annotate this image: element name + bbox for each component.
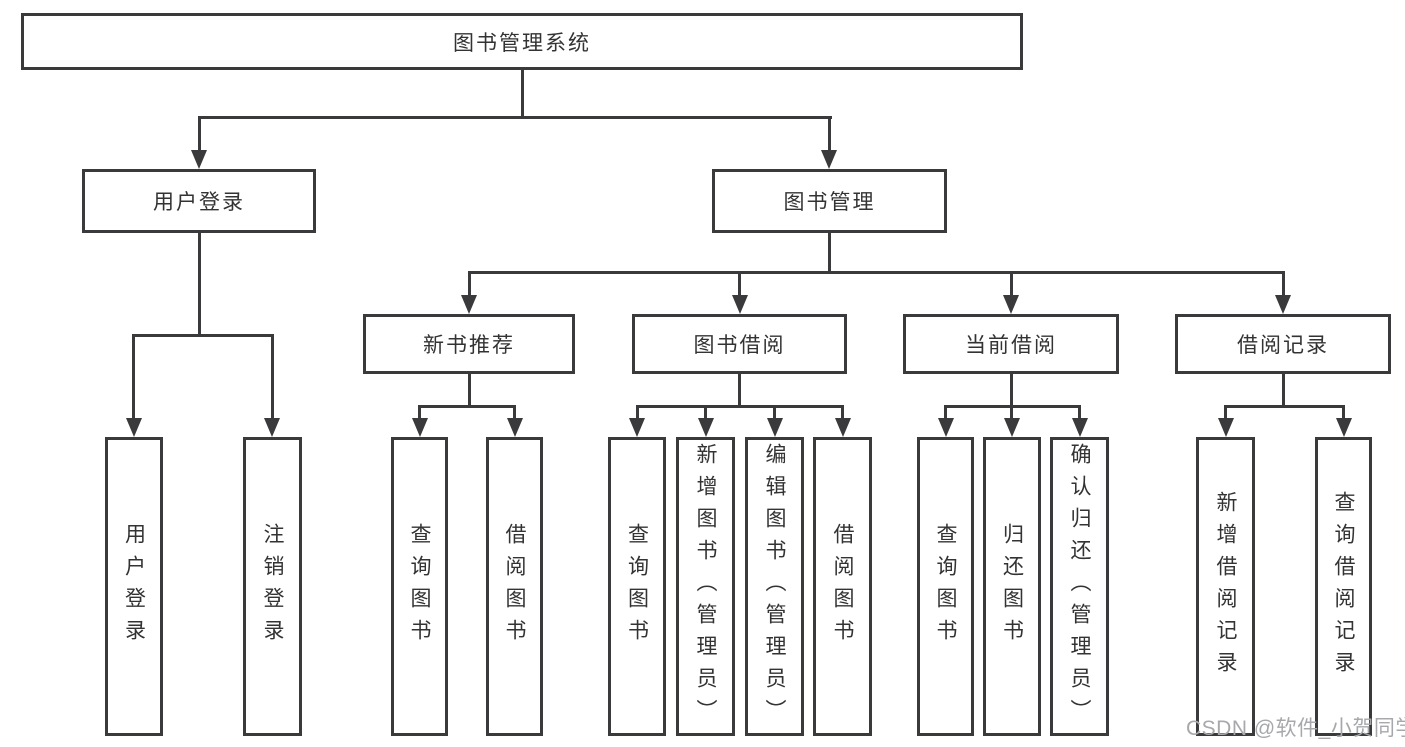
arrow-down-icon xyxy=(191,150,207,169)
node-book-management: 图书管理 xyxy=(712,169,947,233)
leaf-add-borrow-record: 新增借阅记录 xyxy=(1196,437,1255,736)
arrow-down-icon xyxy=(698,418,714,437)
arrow-down-icon xyxy=(1004,418,1020,437)
leaf-label: 归还图书 xyxy=(1000,522,1024,651)
connector-line xyxy=(468,271,471,297)
connector-line xyxy=(636,405,844,408)
arrow-down-icon xyxy=(1003,295,1019,314)
leaf-query-books-borrowing: 查询图书 xyxy=(608,437,666,736)
leaf-label: 编辑图书（管理员） xyxy=(763,442,786,731)
leaf-label: 新增图书（管理员） xyxy=(694,442,717,731)
arrow-down-icon xyxy=(1275,295,1291,314)
node-new-book-recommendation: 新书推荐 xyxy=(363,314,575,374)
connector-line xyxy=(738,271,741,297)
connector-line xyxy=(271,334,274,420)
node-current-borrowing: 当前借阅 xyxy=(903,314,1119,374)
connector-line xyxy=(944,405,947,420)
connector-line xyxy=(828,116,831,152)
connector-line xyxy=(468,372,471,408)
leaf-confirm-return-admin: 确认归还（管理员） xyxy=(1050,437,1109,736)
node-library-management-system: 图书管理系统 xyxy=(21,13,1023,70)
leaf-label: 新增借阅记录 xyxy=(1214,490,1237,683)
connector-line xyxy=(1224,405,1345,408)
leaf-query-books-recommend: 查询图书 xyxy=(391,437,448,736)
leaf-label: 确认归还（管理员） xyxy=(1068,442,1091,731)
arrow-down-icon xyxy=(264,418,280,437)
connector-line xyxy=(132,334,274,337)
connector-line xyxy=(773,405,776,420)
connector-line xyxy=(198,116,832,119)
leaf-label: 用户登录 xyxy=(122,522,146,651)
leaf-label: 查询图书 xyxy=(625,522,649,651)
connector-line xyxy=(1282,271,1285,297)
arrow-down-icon xyxy=(629,418,645,437)
node-label: 当前借阅 xyxy=(965,334,1057,357)
leaf-logout: 注销登录 xyxy=(243,437,302,736)
arrow-down-icon xyxy=(1072,418,1088,437)
node-borrowing-records: 借阅记录 xyxy=(1175,314,1391,374)
leaf-add-book-admin: 新增图书（管理员） xyxy=(676,437,735,736)
connector-line xyxy=(1224,405,1227,420)
leaf-label: 查询图书 xyxy=(408,522,431,651)
leaf-user-login: 用户登录 xyxy=(105,437,163,736)
connector-line xyxy=(704,405,707,420)
node-label: 图书管理系统 xyxy=(453,31,591,55)
connector-line xyxy=(738,372,741,408)
leaf-label: 注销登录 xyxy=(261,522,284,651)
connector-line xyxy=(418,405,516,408)
arrow-down-icon xyxy=(1336,418,1352,437)
arrow-down-icon xyxy=(412,418,428,437)
leaf-borrow-books: 借阅图书 xyxy=(813,437,872,736)
connector-line xyxy=(1342,405,1345,420)
leaf-edit-book-admin: 编辑图书（管理员） xyxy=(745,437,804,736)
arrow-down-icon xyxy=(767,418,783,437)
leaf-query-borrow-record: 查询借阅记录 xyxy=(1315,437,1372,736)
arrow-down-icon xyxy=(507,418,523,437)
arrow-down-icon xyxy=(1218,418,1234,437)
connector-line xyxy=(468,271,1285,274)
leaf-borrow-books-recommend: 借阅图书 xyxy=(486,437,543,736)
connector-line xyxy=(418,405,421,420)
connector-line xyxy=(198,116,201,152)
connector-line xyxy=(1078,405,1081,420)
leaf-label: 查询借阅记录 xyxy=(1332,490,1355,683)
node-label: 借阅记录 xyxy=(1237,334,1329,357)
connector-line xyxy=(513,405,516,420)
connector-line xyxy=(636,405,639,420)
connector-line xyxy=(521,68,524,119)
watermark: CSDN @软件_小贺同学 xyxy=(1186,717,1405,740)
leaf-query-books-current: 查询图书 xyxy=(917,437,974,736)
connector-line xyxy=(1010,271,1013,297)
leaf-label: 查询图书 xyxy=(934,522,957,651)
connector-line xyxy=(1010,405,1013,420)
node-label: 图书借阅 xyxy=(693,334,786,357)
leaf-label: 借阅图书 xyxy=(831,522,854,651)
connector-line xyxy=(828,231,831,274)
arrow-down-icon xyxy=(461,295,477,314)
arrow-down-icon xyxy=(835,418,851,437)
node-label: 新书推荐 xyxy=(423,334,515,357)
connector-line xyxy=(1010,372,1013,408)
arrow-down-icon xyxy=(126,418,142,437)
leaf-return-books: 归还图书 xyxy=(983,437,1041,736)
connector-line xyxy=(198,231,201,336)
node-label: 图书管理 xyxy=(783,191,876,214)
arrow-down-icon xyxy=(938,418,954,437)
leaf-label: 借阅图书 xyxy=(503,522,526,651)
connector-line xyxy=(1282,372,1285,408)
node-book-borrowing: 图书借阅 xyxy=(632,314,847,374)
arrow-down-icon xyxy=(821,150,837,169)
connector-line xyxy=(132,334,135,420)
node-user-login: 用户登录 xyxy=(82,169,316,233)
connector-line xyxy=(841,405,844,420)
node-label: 用户登录 xyxy=(153,191,245,214)
arrow-down-icon xyxy=(732,295,748,314)
